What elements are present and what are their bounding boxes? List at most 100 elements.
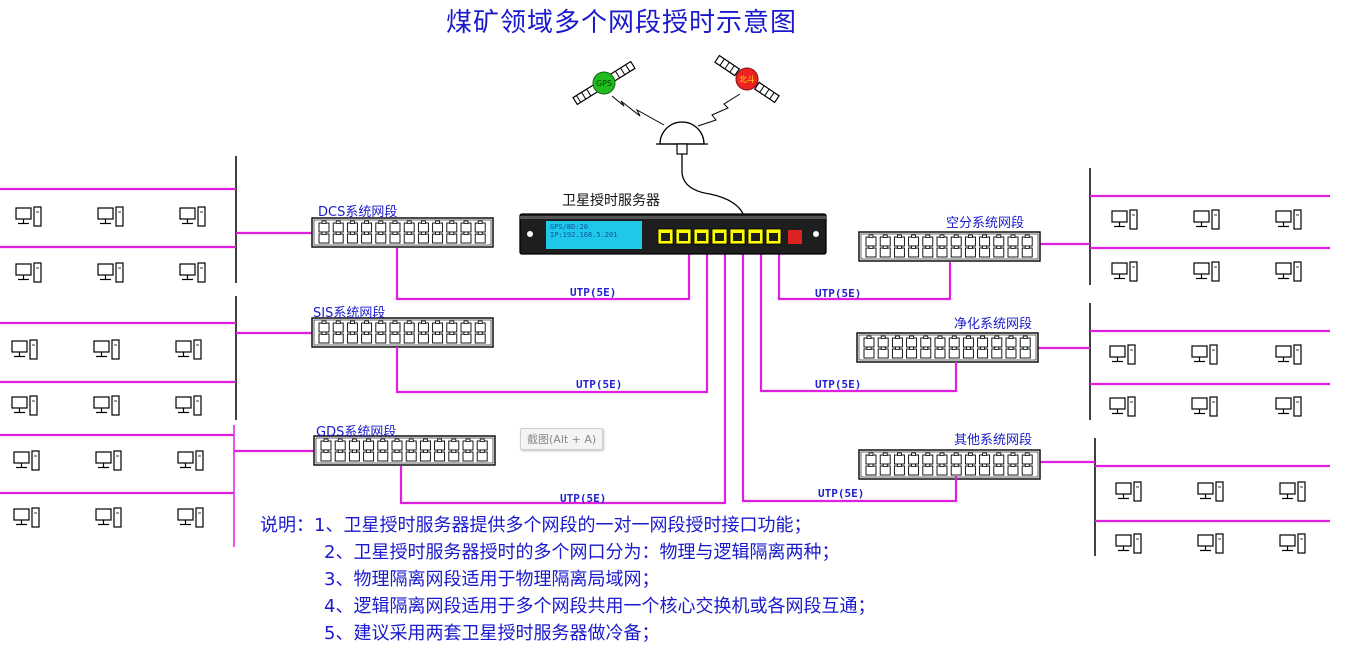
cable-label-dcs: UTP(5E) [570, 286, 617, 299]
switch-port [375, 320, 387, 333]
switch-port [964, 245, 976, 258]
computer-icon [13, 507, 40, 528]
display-line-1: GPS/BD:20 [550, 223, 588, 231]
segment-label-dcs: DCS系统网段 [318, 205, 398, 220]
switch-port [922, 234, 934, 247]
switch-port [361, 220, 373, 233]
switch-port [332, 331, 344, 344]
switch-port [403, 331, 415, 344]
server-ports [657, 228, 782, 245]
switch-port [346, 331, 358, 344]
note-line-3: 3、物理隔离网段适用于物理隔离局域网； [324, 569, 660, 590]
server-label: 卫星授时服务器 [562, 193, 660, 209]
computers [11, 206, 1306, 554]
switch-port [950, 245, 962, 258]
computer-icon [1197, 533, 1224, 554]
switch-port [1007, 234, 1019, 247]
switch-port [877, 335, 889, 348]
switch-port [474, 220, 486, 233]
switch-port [964, 463, 976, 476]
switch-port [474, 331, 486, 344]
server-lan-port [693, 228, 710, 245]
switch-port [962, 335, 974, 348]
switch-air-separation [858, 231, 1041, 262]
switch-port [964, 234, 976, 247]
switch-port [1021, 463, 1033, 476]
switch-port [863, 335, 875, 348]
switch-port [375, 231, 387, 244]
switch-port [389, 320, 401, 333]
switch-port [361, 331, 373, 344]
switch-port [922, 452, 934, 465]
switch-gds [313, 435, 496, 466]
switch-port [460, 231, 472, 244]
server-lan-port [729, 228, 746, 245]
switch-port [908, 234, 920, 247]
segment-label-purification: 净化系统网段 [954, 317, 1033, 332]
switch-port [476, 438, 488, 451]
switch-port [405, 449, 417, 462]
cable-label-air-separation: UTP(5E) [815, 287, 862, 300]
computer-icon [1275, 396, 1302, 417]
switch-port [934, 335, 946, 348]
bus-lines [0, 156, 1330, 556]
notes: 说明：1、卫星授时服务器提供多个网段的一对一网段授时接口功能； 2、卫星授时服务… [260, 512, 875, 647]
computer-icon [177, 507, 204, 528]
satellite-gps: GPS [572, 60, 636, 106]
switch-port [936, 245, 948, 258]
switch-other [858, 449, 1041, 480]
computer-icon [97, 262, 124, 283]
switch-port [865, 234, 877, 247]
switch-port [417, 331, 429, 344]
switch-port [936, 234, 948, 247]
computer-icon [1109, 344, 1136, 365]
segment-label-gds: GDS系统网段 [316, 425, 397, 440]
switch-port [1021, 234, 1033, 247]
computer-icon [1197, 481, 1224, 502]
cable-label-sis: UTP(5E) [576, 378, 623, 391]
switch-port [1021, 452, 1033, 465]
switch-dcs [311, 217, 494, 248]
computer-icon [1115, 533, 1142, 554]
switch-port [348, 438, 360, 451]
switch-port [389, 220, 401, 233]
switch-port [334, 438, 346, 451]
switch-port [318, 231, 330, 244]
computer-icon [15, 206, 42, 227]
note-line-1: 说明：1、卫星授时服务器提供多个网段的一对一网段授时接口功能； [260, 515, 812, 536]
switch-port [877, 346, 889, 359]
computer-icon [1115, 481, 1142, 502]
switch-port [448, 449, 460, 462]
switch-port [993, 463, 1005, 476]
switch-port [389, 331, 401, 344]
switch-port [391, 438, 403, 451]
switch-port [474, 231, 486, 244]
switch-port [964, 452, 976, 465]
switch-port [863, 346, 875, 359]
display-line-2: IP:192.168.5.201 [550, 231, 618, 239]
switch-port [460, 320, 472, 333]
switch-port [865, 452, 877, 465]
switch-port [446, 320, 458, 333]
note-line-4: 4、逻辑隔离网段适用于多个网段共用一个核心交换机或各网段互通； [324, 596, 876, 617]
server-lan-port [747, 228, 764, 245]
computer-icon [97, 206, 124, 227]
antenna-icon [656, 121, 745, 217]
switch-port [334, 449, 346, 462]
computer-icon [11, 395, 38, 416]
switch-port [991, 346, 1003, 359]
segment-label-sis: SIS系统网段 [313, 306, 386, 321]
switch-port [1007, 463, 1019, 476]
gps-signal [611, 95, 665, 126]
switches [311, 217, 1041, 480]
computer-icon [1193, 261, 1220, 282]
segment-label-air-separation: 空分系统网段 [946, 216, 1025, 231]
switch-port [922, 463, 934, 476]
computer-icon [175, 339, 202, 360]
computer-icon [95, 450, 122, 471]
computer-icon [1191, 396, 1218, 417]
switch-port [332, 220, 344, 233]
computer-icon [1275, 209, 1302, 230]
server-display: GPS/BD:20 IP:192.168.5.201 [546, 221, 642, 249]
computer-icon [1111, 209, 1138, 230]
